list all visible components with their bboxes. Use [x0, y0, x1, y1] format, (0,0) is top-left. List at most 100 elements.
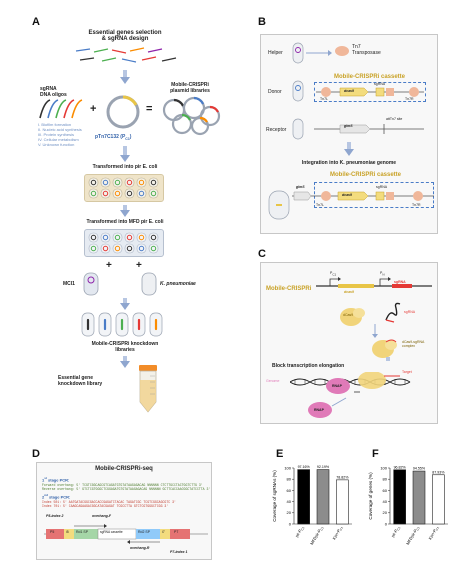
y-tick-label: 80 — [383, 477, 388, 482]
integrated-cassette-box — [314, 182, 434, 208]
flow-arrowhead-2 — [120, 155, 130, 162]
y-tick-label: 20 — [287, 510, 292, 515]
category-item: V. Unknown function — [38, 142, 75, 147]
stage1-label: 1st stage PCR: — [42, 476, 69, 482]
genome-label: Genome — [266, 379, 280, 383]
helper-arrow — [306, 50, 332, 56]
receptor-glms-label: glmS — [344, 124, 353, 128]
seq-title: Mobile-CRISPRi-seq — [95, 466, 153, 472]
complex-label-line2: complex — [402, 344, 416, 348]
dcas9-gene-label: dcas9 — [344, 290, 354, 294]
libraries-label-line1: Mobile-CRISPRi — [171, 82, 209, 88]
bar — [297, 469, 310, 525]
flow-arrow-3 — [123, 205, 127, 211]
flow-arrow-4 — [123, 298, 127, 304]
overhang-f-label: overhang-F — [92, 514, 112, 518]
panel-b-arrow — [347, 142, 351, 150]
index-701: Index 701: 5' CAAGCAGAAGACGGCATACGAGAT T… — [42, 504, 169, 508]
mci1-tube-icon — [83, 272, 99, 296]
bar-value-label: 87.93% — [432, 470, 445, 474]
forward-overhang: Forward overhang: 5' TCGTCGGCAGCGTCAGATG… — [42, 483, 203, 487]
transcription-block-graphic — [290, 372, 411, 418]
plasmid-icon — [106, 95, 140, 129]
tn7-label-1: Tn7 — [352, 44, 361, 50]
pir-ecoli-plate — [84, 174, 164, 202]
integrated-dcas9-label: dcas9 — [342, 193, 352, 197]
design-title-line2: & sgRNA design — [101, 36, 149, 42]
plus-sign-3: + — [136, 260, 142, 271]
complex-label: dCas9-sgRNA complex — [402, 340, 424, 348]
y-tick-label: 100 — [284, 465, 291, 470]
kp-tube-icon — [141, 272, 157, 296]
design-title: Essential genes selection & sgRNA design — [60, 30, 190, 42]
stage2-sup: nd — [44, 493, 48, 497]
panel-letter-c: C — [258, 248, 266, 260]
y-tick-label: 40 — [383, 499, 388, 504]
y-tick-label: 100 — [380, 465, 387, 470]
flow-arrowhead-4 — [120, 303, 130, 310]
libraries-label: Mobile-CRISPRi plasmid libraries — [160, 82, 220, 94]
panel-b-arrowhead — [344, 149, 354, 156]
oligos-label: sgRNA DNA oligos — [40, 86, 67, 98]
knockdown-label-line1: Mobile-CRISPRi knockdown — [91, 341, 159, 347]
panel-c-arrow — [386, 357, 390, 361]
pc1-text: P — [330, 271, 333, 275]
panel-letter-b: B — [258, 16, 266, 28]
pc1-sub: C1 — [332, 272, 337, 277]
target-label: Target — [402, 370, 412, 374]
category-label: pir-PC1 — [390, 525, 402, 539]
bar — [432, 474, 445, 525]
pn-sub: N — [382, 272, 385, 277]
complex-arrow — [372, 324, 378, 338]
knockdown-tubes — [81, 312, 163, 337]
amplicon-seg-rd2: Rd2 SP — [138, 530, 151, 534]
integrated-genome-graphic — [292, 191, 434, 201]
y-tick-label: 0 — [385, 521, 388, 526]
att-site-label: attTn7 site — [386, 117, 403, 121]
bar-value-label: 94.55% — [413, 467, 426, 471]
plus-sign-1: + — [90, 103, 97, 115]
donor-tn7r-label: Tn7R — [405, 97, 414, 101]
panel-letter-e: E — [276, 448, 284, 460]
stage2-rest: stage PCR: — [47, 494, 71, 500]
mfd-cells — [88, 232, 159, 254]
equals-sign: = — [146, 103, 153, 115]
overhang-r-label: overhang-R — [130, 546, 150, 550]
plasmid-label-text: pTn7C132 (P — [95, 134, 126, 140]
block-title: Block transcription elongation — [272, 363, 345, 369]
y-axis-label: Coverage of sgRNAs (%) — [272, 470, 277, 522]
receptor-cell-icon — [292, 118, 304, 140]
amplicon-seg-rd1: Rd1 SP — [76, 530, 89, 534]
rnap-label-2: RNAP — [314, 408, 324, 412]
donor-tn7l-label: Tn7L — [320, 97, 328, 101]
sgrna-icon — [385, 302, 401, 323]
sgrna-gene-label: sgRNA — [394, 280, 406, 284]
cassette-title-1: Mobile-CRISPRi cassette — [334, 74, 406, 80]
pir-cells — [88, 177, 159, 199]
receptor-genome-graphic — [314, 124, 424, 134]
amplicon-seg-i7: i7 — [162, 530, 165, 534]
flow-arrowhead-1 — [120, 77, 130, 84]
complex-icon — [372, 339, 397, 358]
y-tick-label: 60 — [287, 488, 292, 493]
oligos-label-line2: DNA oligos — [40, 92, 67, 98]
donor-label: Donor — [268, 89, 282, 95]
stage2-label: 2nd stage PCR: — [42, 493, 70, 499]
stage1-num: 1 — [42, 477, 45, 483]
category-item: IV. Cellular metabolism — [38, 137, 79, 142]
mfd-ecoli-plate — [84, 229, 164, 257]
bar-value-label: 78.82% — [336, 475, 349, 479]
knockdown-label: Mobile-CRISPRi knockdown libraries — [55, 341, 195, 353]
pn-label: PN — [380, 271, 385, 277]
dcas9-protein-icon — [340, 308, 365, 326]
mci1-label: MCI1 — [63, 281, 75, 287]
category-label: pir-PC1 — [294, 525, 306, 539]
integrated-tn7l-label: Tn7L — [316, 203, 324, 207]
panel-b-box — [260, 34, 438, 234]
category-label: MFDpir-PC1 — [405, 525, 421, 546]
bar — [316, 469, 330, 525]
oligo-lines — [39, 99, 83, 119]
plasmid-label-sub: C1 — [125, 137, 130, 141]
plasmid-label: pTn7C132 (PC1) — [95, 134, 131, 141]
plasmid-library-icon — [162, 96, 221, 136]
